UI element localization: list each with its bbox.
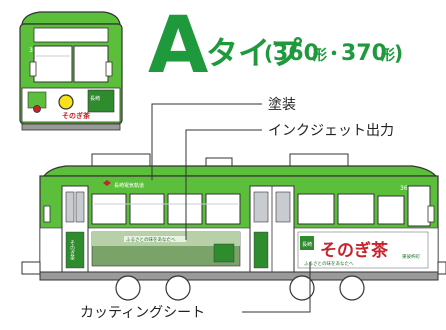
callout-inkjet: インクジェット出力 <box>185 123 394 240</box>
left-door-window-b <box>75 191 85 223</box>
callout-inkjet-leader <box>185 129 262 240</box>
side-window-1 <box>91 193 127 225</box>
side-mirror-left <box>43 205 51 223</box>
front-destination-panel <box>33 27 109 43</box>
title-separator: ・ <box>325 44 343 65</box>
cutting-ad-badge <box>300 236 314 250</box>
title-kanji-1: 形 <box>313 47 327 64</box>
front-ad-box <box>87 89 115 113</box>
operator-name: 長崎電気軌道 <box>114 182 144 189</box>
title-model-360: 360 <box>273 41 319 66</box>
roof-equipment-1 <box>91 153 151 167</box>
title-paren-close: ) <box>394 41 403 65</box>
callout-cutting: カッティングシート <box>80 262 311 321</box>
callout-paint-leader <box>151 103 262 180</box>
inkjet-ad-caption: ふるさとの味をあなたへ <box>126 236 176 243</box>
headlight-icon <box>58 94 74 110</box>
side-window-6 <box>337 193 375 225</box>
front-mirror-right <box>105 61 113 77</box>
front-bumper <box>21 123 121 131</box>
right-door-window-a <box>253 191 269 223</box>
side-car-number: 367 <box>400 185 412 192</box>
callout-paint-label: 塗装 <box>268 96 296 113</box>
cutting-ad-brand: そのぎ茶 <box>320 240 389 261</box>
title-type-text: タイプ <box>206 34 303 72</box>
operator-logo-icon <box>103 180 111 186</box>
front-left-window <box>33 45 73 83</box>
callout-paint: 塗装 <box>151 96 296 180</box>
right-door-window-b <box>275 191 291 223</box>
right-coupler <box>437 261 446 275</box>
front-ad-brand: そのぎ茶 <box>62 111 91 120</box>
left-door-window-a <box>65 191 75 223</box>
roof-equipment-3 <box>289 153 349 167</box>
cutting-ad-town: 東彼杵町 <box>402 253 420 260</box>
title-letter-a: A <box>148 1 208 91</box>
inkjet-ad-inset <box>213 243 235 263</box>
tram-side-view: 長崎電気軌道 367 そのぎ茶 ふるさとの味をあなたへ 長崎 <box>21 153 446 301</box>
front-mirror-left <box>29 61 37 77</box>
callout-inkjet-label: インクジェット出力 <box>268 123 394 139</box>
cutting-sheet-ad <box>297 231 429 269</box>
left-coupler <box>21 261 41 275</box>
side-window-3 <box>167 193 203 225</box>
cutting-ad-sub: ふるさとの味をあなたへ <box>304 260 354 267</box>
wheel-1 <box>115 275 141 301</box>
front-ad-kanji: 長崎 <box>90 95 100 102</box>
inkjet-ad-caption-bg <box>124 236 186 242</box>
side-skirt <box>39 271 439 281</box>
tram-front-view: 367 長崎 そのぎ茶 <box>19 11 123 131</box>
side-window-4 <box>205 193 241 225</box>
front-right-window <box>73 45 109 83</box>
side-mirror-right <box>427 205 435 223</box>
roof-equipment-2 <box>205 157 233 167</box>
front-roof <box>21 11 121 25</box>
left-door-ad <box>65 231 85 269</box>
title-paren-open: ( <box>264 41 273 65</box>
side-window-5 <box>297 193 335 225</box>
callout-cutting-label: カッティングシート <box>80 305 205 321</box>
side-window-2 <box>129 193 165 225</box>
taillight-icon <box>33 105 41 113</box>
title-model-370: 370 <box>341 41 387 66</box>
rear-cab-window <box>407 185 431 227</box>
side-roof <box>42 165 438 177</box>
title-kanji-2: 形 <box>381 47 395 64</box>
wheel-3 <box>289 275 315 301</box>
cutting-ad-badge-text: 長崎 <box>302 241 312 248</box>
wheel-4 <box>339 275 365 301</box>
wheel-2 <box>165 275 191 301</box>
side-window-7 <box>377 195 405 225</box>
callout-cutting-leader <box>242 262 311 313</box>
left-door-ad-text: そのぎ茶 <box>69 240 75 260</box>
diagram-title: A タイプ ( 360 形 ・ 370 形 ) <box>148 1 403 91</box>
right-door-ad-left <box>253 231 269 269</box>
